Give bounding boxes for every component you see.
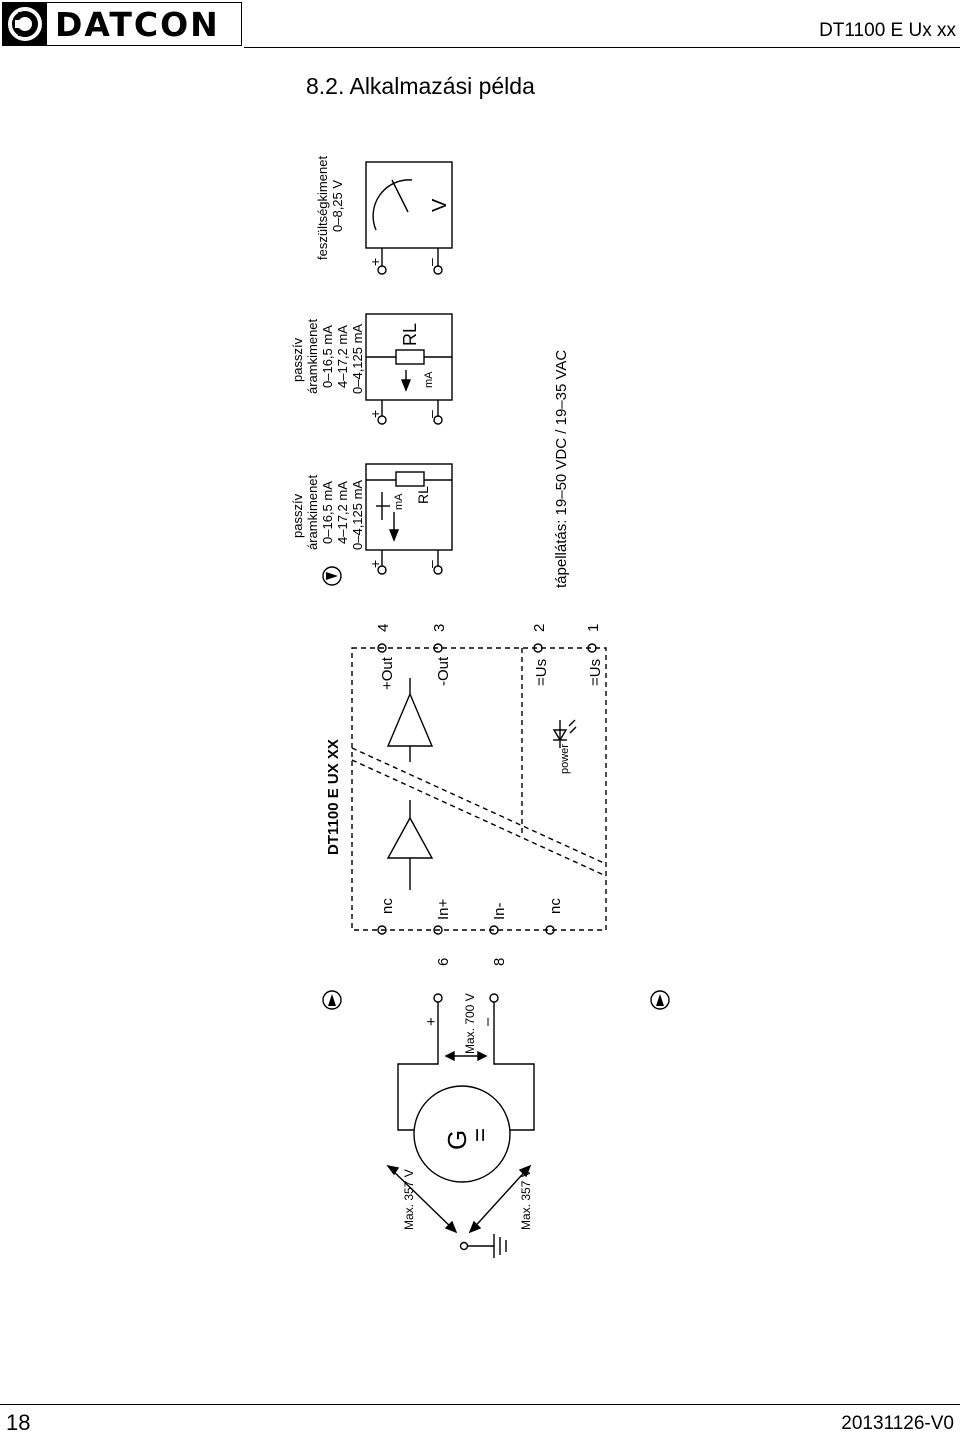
active-current-title: passzív [290,493,305,538]
wiring-diagram: DT1100 E UX XX nc In+ In- nc 6 8 +Out -O… [290,156,670,1258]
active-current-subtitle: áramkimenet [305,474,320,550]
generator-icon [413,1085,511,1183]
active-current-load: RL [415,486,431,504]
terminal-label-in-plus: In+ [435,898,452,920]
voltage-output-plus: + [367,258,383,266]
passive-current-subtitle: áramkimenet [305,318,320,394]
terminal-label-nc-top: nc [379,898,396,914]
terminal-label-out-minus: -Out [435,656,452,686]
terminal-label-out-plus: +Out [379,656,396,690]
passive-current-meter: mA [423,371,435,388]
output-amplifier-icon [386,692,434,747]
voltage-output-box [365,161,453,249]
voltmeter-icon [372,179,413,231]
document-version: 20131126-V0 [841,1413,954,1434]
active-current-meter: mA [393,493,405,510]
max-ground-voltage-2: Max. 357 V [519,1169,533,1230]
terminal-label-nc-bottom: nc [547,898,564,914]
max-ground-voltage-1: Max. 357 V [402,1169,416,1230]
generator-symbol: G [442,1130,472,1150]
load-resistor-1-icon [395,471,425,487]
device-name: DT1100 E UX XX [325,739,342,855]
passive-current-load: RL [400,323,420,346]
source-minus: – [479,1017,496,1026]
rotation-indicator-3-icon [650,990,670,1010]
terminal-number-4: 4 [375,624,392,632]
device-outline [351,647,607,931]
document-id: DT1100 E Ux xx [819,20,956,41]
rotation-indicator-1-icon [322,566,342,586]
terminal-number-8: 8 [491,958,508,966]
passive-current-range-2: 4–17,2 mA [335,325,350,388]
footer-divider [0,1404,960,1405]
active-current-range-2: 4–17,2 mA [335,481,350,544]
header-divider [244,47,960,48]
terminal-label-us-2: =Us [533,659,550,686]
power-label: power [559,744,571,774]
input-amplifier-icon [386,816,434,859]
terminal-number-2: 2 [531,624,548,632]
active-current-box [365,463,453,551]
voltage-output-title: feszültségkimenet [315,156,330,260]
max-input-voltage: Max. 700 V [463,993,477,1054]
passive-current-range-3: 0–4,125 mA [350,324,365,394]
rotation-indicator-2-icon [322,990,342,1010]
generator-dc-mark: = [467,1128,494,1142]
terminal-label-in-minus: In- [491,902,508,920]
active-current-plus: + [367,560,383,568]
active-current-range-1: 0–16,5 mA [320,481,335,544]
terminal-number-3: 3 [431,624,448,632]
logo-text: DATCON [55,4,220,44]
section-title: 8.2. Alkalmazási példa [306,73,535,99]
supply-label: tápellátás: 19–50 VDC / 19–35 VAC [553,350,570,588]
active-current-minus: – [423,560,439,568]
voltmeter-label: V [429,198,451,212]
passive-current-title: passzív [290,337,305,382]
voltage-output-minus: – [423,258,439,266]
output-terminals [377,643,597,653]
terminal-number-1: 1 [585,624,602,632]
voltage-output-range: 0–8,25 V [330,180,345,232]
input-terminals [377,925,555,935]
datcon-logo-icon [3,2,47,46]
datcon-logo: DATCON [2,2,242,46]
terminal-number-6: 6 [435,958,452,966]
passive-current-minus: – [423,410,439,418]
load-resistor-2-icon [395,349,425,365]
active-current-range-3: 0–4,125 mA [350,480,365,550]
passive-current-range-1: 0–16,5 mA [320,325,335,388]
source-plus: + [423,1017,440,1026]
terminal-label-us-1: =Us [587,659,604,686]
page-number: 18 [6,1410,31,1435]
passive-current-plus: + [367,410,383,418]
